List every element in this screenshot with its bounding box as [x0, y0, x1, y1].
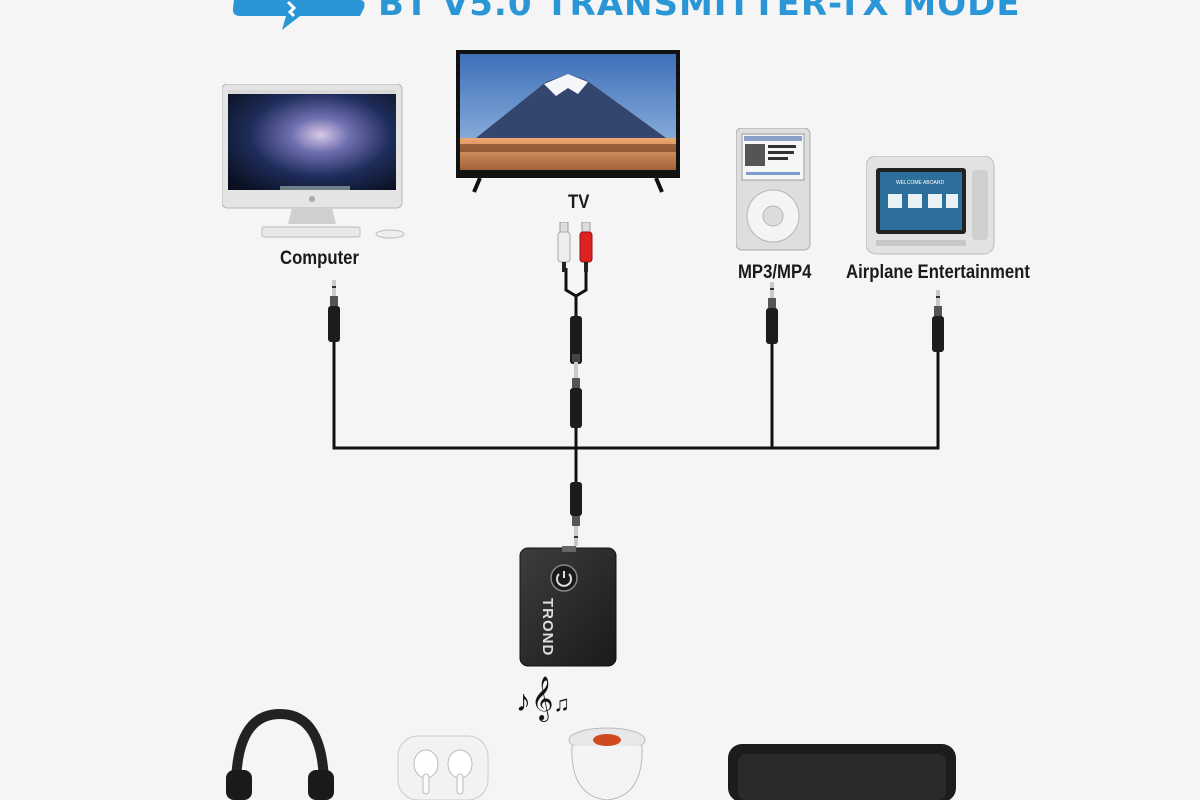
source-label-mp3: MP3/MP4 [738, 262, 812, 283]
source-label-airplane: Airplane Entertainment [846, 262, 1030, 283]
source-label-computer: Computer [280, 248, 359, 269]
source-label-tv: TV [568, 192, 590, 213]
audio-jack-transmitter-icon [570, 482, 582, 546]
television-icon [456, 50, 680, 193]
female-jack-connector-icon [570, 316, 582, 364]
rca-plugs-icon [557, 222, 593, 272]
page-title: BT V5.0 TRANSMITTER-TX MODE [378, 0, 1021, 24]
screen-welcome-text: WELCOME ABOARD [896, 180, 945, 186]
ipod-player-icon [736, 128, 811, 251]
bt-transmitter-device [519, 546, 617, 667]
headphones-icon [226, 708, 334, 800]
round-speaker-icon [568, 727, 646, 800]
earbuds-case-icon [397, 735, 489, 800]
audio-jack-airplane-icon [932, 290, 944, 352]
power-button-icon [550, 564, 578, 592]
audio-jack-computer-icon [328, 280, 340, 342]
imac-computer-icon [222, 84, 405, 239]
transmitter-brand-label: TROND [539, 598, 556, 657]
music-notes-icon: ♪𝄞♫ [516, 678, 570, 720]
audio-jack-mp3-icon [766, 282, 778, 344]
audio-jack-middle-icon [570, 362, 582, 428]
box-speaker-icon [728, 744, 956, 800]
seatback-screen-icon [866, 156, 995, 255]
bluetooth-logo-icon [232, 0, 365, 30]
